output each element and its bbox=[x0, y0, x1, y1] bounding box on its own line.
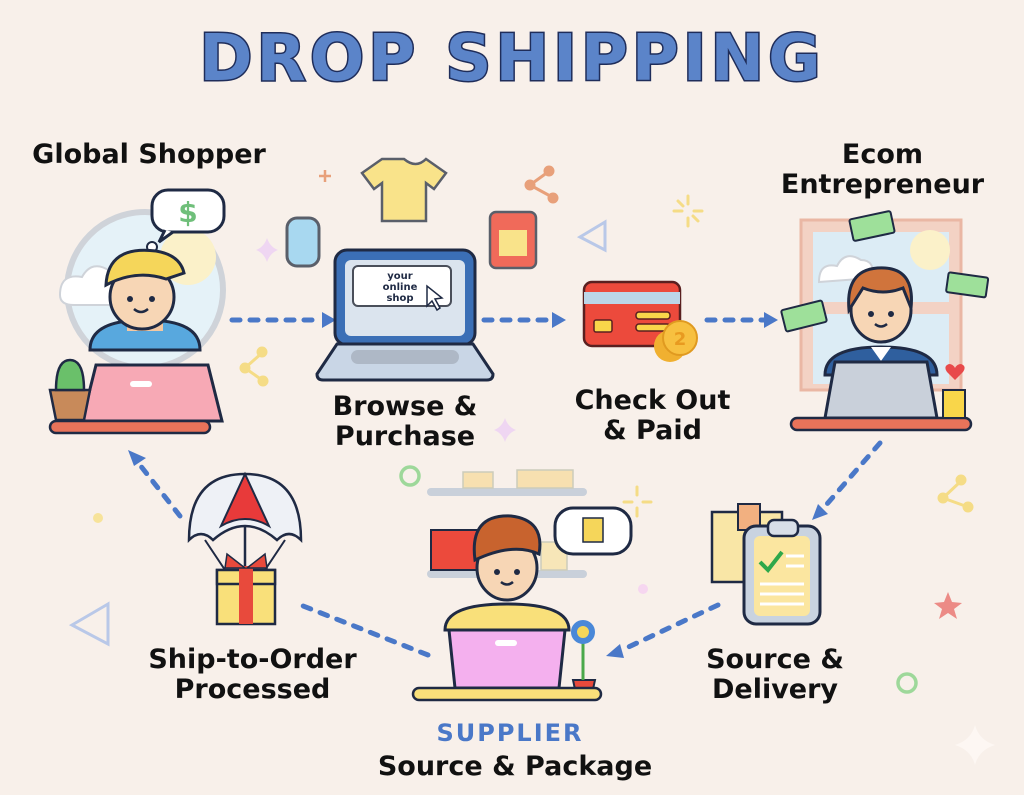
svg-text:your: your bbox=[387, 271, 413, 282]
sparkle-icon bbox=[955, 725, 995, 765]
flower-icon bbox=[571, 620, 595, 644]
share-icon bbox=[524, 165, 559, 204]
entrepreneur-with-laptop-icon bbox=[789, 218, 973, 432]
svg-text:2: 2 bbox=[674, 329, 687, 350]
money-bill-icon bbox=[848, 210, 896, 242]
page-title: DROP SHIPPING bbox=[198, 21, 825, 98]
money-bill-icon bbox=[780, 299, 828, 333]
arrow-head-icon bbox=[812, 504, 828, 520]
svg-text:$: $ bbox=[178, 196, 197, 229]
credit-card-coins-icon: 2 bbox=[582, 280, 698, 362]
cursor-icon bbox=[426, 284, 444, 312]
money-bill-icon bbox=[945, 271, 990, 299]
clipboard-checklist-icon bbox=[710, 503, 822, 626]
dot-icon bbox=[638, 584, 648, 594]
tshirt-icon bbox=[360, 157, 448, 223]
arrow-head-icon bbox=[322, 312, 336, 328]
arrow-head-icon bbox=[764, 312, 778, 328]
supplier-with-laptop-icon bbox=[411, 469, 633, 702]
share-icon bbox=[239, 346, 269, 387]
triangle-outline-icon bbox=[68, 601, 110, 647]
global-shopper-label: Global Shopper bbox=[32, 139, 266, 170]
sparkle-icon bbox=[256, 238, 278, 262]
parachute-gift-icon bbox=[187, 471, 303, 626]
sparkle-icon bbox=[494, 418, 516, 442]
dot-icon bbox=[93, 513, 103, 523]
star-icon bbox=[934, 592, 962, 619]
checkout-paid-label: Check Out & Paid bbox=[574, 385, 731, 447]
browse-purchase-label: Browse & Purchase bbox=[332, 391, 478, 453]
book-icon bbox=[488, 210, 538, 270]
arrow-head-icon bbox=[552, 312, 566, 328]
heart-icon bbox=[945, 364, 965, 380]
checkmark-icon bbox=[758, 550, 784, 574]
arrow-head-icon bbox=[128, 450, 146, 466]
burst-icon bbox=[622, 485, 653, 518]
svg-text:shop: shop bbox=[386, 293, 413, 304]
ring-icon bbox=[399, 465, 421, 487]
ring-icon bbox=[896, 672, 918, 694]
mirror-icon bbox=[285, 216, 321, 268]
svg-text:online: online bbox=[383, 282, 418, 293]
triangle-outline-icon bbox=[576, 219, 607, 253]
ship-to-order-label: Ship-to-Order Processed bbox=[148, 644, 357, 706]
arrow-head-icon bbox=[606, 644, 624, 658]
ecom-entrepreneur-label: Ecom Entrepreneur bbox=[780, 139, 985, 201]
burst-icon bbox=[672, 194, 704, 228]
laptop-online-shop-icon: your online shop bbox=[315, 248, 495, 382]
source-delivery-label: Source & Delivery bbox=[706, 644, 844, 706]
share-icon bbox=[937, 474, 974, 513]
shopper-with-laptop-icon: $ bbox=[48, 188, 226, 435]
supplier-label: Source & Package bbox=[377, 751, 653, 782]
supplier-role-label: SUPPLIER bbox=[436, 719, 584, 747]
plus-icon bbox=[319, 170, 331, 182]
